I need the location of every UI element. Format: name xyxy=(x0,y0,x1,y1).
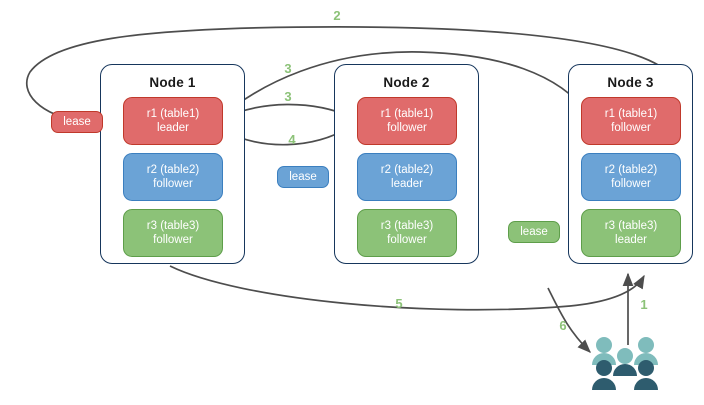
replica-node2-r2[interactable]: r2 (table2) leader xyxy=(357,153,457,201)
step-label-2: 2 xyxy=(333,8,341,23)
replica-node1-r3[interactable]: r3 (table3) follower xyxy=(123,209,223,257)
step-label-3a: 3 xyxy=(284,61,292,76)
replica-role: follower xyxy=(387,234,427,246)
replica-name: r2 (table2) xyxy=(380,164,434,176)
replica-node3-r1[interactable]: r1 (table1) follower xyxy=(581,97,681,145)
replica-name: r3 (table3) xyxy=(604,220,658,232)
replica-name: r2 (table2) xyxy=(604,164,658,176)
node-container-node1[interactable]: Node 1 r1 (table1) leader r2 (table2) fo… xyxy=(100,64,245,264)
replica-node2-r3[interactable]: r3 (table3) follower xyxy=(357,209,457,257)
replica-node1-r2[interactable]: r2 (table2) follower xyxy=(123,153,223,201)
replica-name: r1 (table1) xyxy=(380,108,434,120)
arrow-step-3-upper xyxy=(214,51,589,123)
lease-badge-r2[interactable]: lease xyxy=(277,166,329,188)
replica-role: follower xyxy=(611,122,651,134)
step-label-4: 4 xyxy=(288,132,296,147)
replica-node1-r1[interactable]: r1 (table1) leader xyxy=(123,97,223,145)
replica-role: follower xyxy=(153,234,193,246)
node-container-node2[interactable]: Node 2 r1 (table1) follower r2 (table2) … xyxy=(334,64,479,264)
step-label-6: 6 xyxy=(559,318,567,333)
node-title-node3: Node 3 xyxy=(607,75,654,90)
node-title-node2: Node 2 xyxy=(383,75,430,90)
node-container-node3[interactable]: Node 3 r1 (table1) follower r2 (table2) … xyxy=(568,64,693,264)
replica-name: r1 (table1) xyxy=(146,108,200,120)
replica-node3-r2[interactable]: r2 (table2) follower xyxy=(581,153,681,201)
arrow-step-2 xyxy=(25,26,661,126)
step-label-5: 5 xyxy=(395,296,403,311)
replica-role: leader xyxy=(157,122,189,134)
lease-badge-r1[interactable]: lease xyxy=(51,111,103,133)
users-icon xyxy=(592,337,658,390)
replica-name: r3 (table3) xyxy=(146,220,200,232)
arrow-step-5 xyxy=(169,265,645,311)
replica-role: follower xyxy=(387,122,427,134)
replica-role: follower xyxy=(153,178,193,190)
step-label-1: 1 xyxy=(640,297,648,312)
replica-name: r1 (table1) xyxy=(604,108,658,120)
replica-name: r3 (table3) xyxy=(380,220,434,232)
lease-badge-r3[interactable]: lease xyxy=(508,221,560,243)
arrow-step-6 xyxy=(547,287,591,353)
replica-name: r2 (table2) xyxy=(146,164,200,176)
replica-role: leader xyxy=(391,178,423,190)
node-title-node1: Node 1 xyxy=(149,75,196,90)
replica-role: leader xyxy=(615,234,647,246)
replica-role: follower xyxy=(611,178,651,190)
replica-node3-r3[interactable]: r3 (table3) leader xyxy=(581,209,681,257)
step-label-3b: 3 xyxy=(284,89,292,104)
replica-node2-r1[interactable]: r1 (table1) follower xyxy=(357,97,457,145)
